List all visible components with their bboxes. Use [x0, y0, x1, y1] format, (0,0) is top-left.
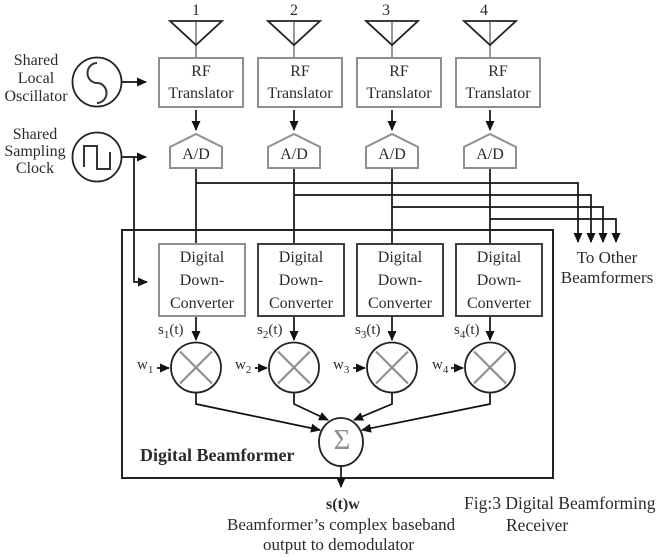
sine-wave-icon	[71, 56, 123, 108]
adc-label-4: A/D	[476, 146, 504, 163]
rf-translator-box-4: RF Translator	[455, 57, 541, 108]
adc-shape-1	[169, 132, 223, 169]
adc-label-2: A/D	[280, 146, 308, 163]
output-signal-label: s(t)w	[326, 496, 360, 513]
antenna-icon-1	[167, 20, 225, 57]
signal-label-4: s4(t)	[454, 322, 480, 341]
rf-translator-box-2: RF Translator	[257, 57, 343, 108]
figure-caption-line1: Fig:3 Digital Beamforming	[464, 493, 656, 513]
weight-label-2: w2	[235, 357, 252, 376]
weight-label-4: w4	[432, 357, 449, 376]
adc-shape-3	[365, 132, 419, 169]
adc-shape-4	[463, 132, 517, 169]
antenna-label-1: 1	[192, 2, 200, 19]
antenna-label-3: 3	[382, 2, 390, 19]
figure-caption-line2: Receiver	[506, 515, 569, 535]
weight-label-3: w3	[333, 357, 350, 376]
to-other-beamformers-label: To Other Beamformers	[560, 248, 654, 287]
ddc-box-1: Digital Down- Converter	[158, 243, 246, 317]
rf-translator-box-1: RF Translator	[158, 57, 244, 108]
antenna-label-2: 2	[290, 2, 298, 19]
shared-local-oscillator-label: Shared Local Oscillator	[4, 52, 68, 105]
adc-label-1: A/D	[182, 146, 210, 163]
output-description-line1: Beamformer’s complex baseband	[227, 515, 456, 534]
to-other-beamformers-arrows	[196, 182, 621, 243]
ddc-box-3: Digital Down- Converter	[356, 243, 444, 317]
square-wave-icon	[71, 131, 123, 183]
ddc-box-2: Digital Down- Converter	[257, 243, 345, 317]
multiplier-icon-2	[268, 341, 320, 394]
adc-label-3: A/D	[378, 146, 406, 163]
multiplier-icon-1	[170, 341, 222, 394]
antenna-icon-4	[461, 20, 519, 57]
adc-shape-2	[267, 132, 321, 169]
multiplier-icon-3	[366, 341, 418, 394]
sigma-symbol: Σ	[333, 424, 351, 456]
output-description-line2: output to demodulator	[263, 535, 415, 554]
weight-label-1: w1	[137, 357, 154, 376]
signal-label-2: s2(t)	[257, 322, 283, 341]
multiplier-icon-4	[464, 341, 516, 394]
rf-translator-box-3: RF Translator	[356, 57, 442, 108]
ddc-box-4: Digital Down- Converter	[455, 243, 543, 317]
digital-beamformer-label: Digital Beamformer	[140, 445, 295, 465]
signal-label-1: s1(t)	[158, 322, 184, 341]
antenna-icon-2	[265, 20, 323, 57]
antenna-icon-3	[363, 20, 421, 57]
signal-label-3: s3(t)	[355, 322, 381, 341]
antenna-label-4: 4	[480, 2, 488, 19]
shared-sampling-clock-label: Shared Sampling Clock	[4, 126, 66, 177]
